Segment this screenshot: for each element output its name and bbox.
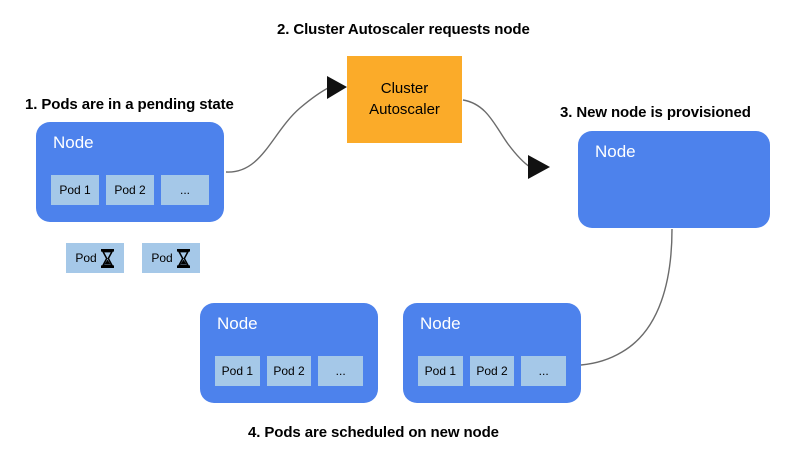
caption-step-4: 4. Pods are scheduled on new node: [248, 424, 499, 441]
autoscaler-line-1: Cluster: [380, 80, 429, 98]
pending-pod[interactable]: Pod: [66, 243, 124, 273]
connector-new-node-to-scheduled-node: [580, 228, 673, 366]
pending-pod-label: Pod: [151, 251, 173, 265]
node-scheduled-right[interactable]: Node Pod 1 Pod 2 ...: [403, 303, 581, 403]
pending-pod[interactable]: Pod: [142, 243, 200, 273]
node-scheduled-left[interactable]: Node Pod 1 Pod 2 ...: [200, 303, 378, 403]
pod-item[interactable]: Pod 2: [266, 356, 312, 386]
node-new[interactable]: Node: [578, 131, 770, 228]
pod-row: Pod 1 Pod 2 ...: [418, 356, 567, 386]
autoscaler-line-2: Autoscaler: [369, 100, 440, 118]
pod-item[interactable]: ...: [161, 175, 209, 205]
hourglass-icon: [176, 248, 191, 268]
node-label: Node: [420, 314, 461, 333]
pod-item[interactable]: Pod 1: [418, 356, 463, 386]
pod-row: Pod 1 Pod 2 ...: [215, 356, 364, 386]
pod-item[interactable]: ...: [521, 356, 567, 386]
cluster-autoscaler-box[interactable]: Cluster Autoscaler: [347, 56, 462, 143]
pod-item[interactable]: ...: [318, 356, 364, 386]
arrowhead-to-autoscaler: [327, 76, 347, 99]
node-pending[interactable]: Node Pod 1 Pod 2 ...: [36, 122, 224, 222]
pending-pod-label: Pod: [75, 251, 97, 265]
pod-item[interactable]: Pod 2: [469, 356, 515, 386]
node-label: Node: [217, 314, 258, 333]
pod-item[interactable]: Pod 2: [106, 175, 154, 205]
caption-step-3: 3. New node is provisioned: [560, 104, 751, 121]
pod-row: Pod 1 Pod 2 ...: [51, 175, 209, 205]
pod-item[interactable]: Pod 1: [215, 356, 260, 386]
caption-step-2: 2. Cluster Autoscaler requests node: [277, 21, 530, 38]
node-label: Node: [595, 142, 636, 161]
hourglass-icon: [100, 248, 115, 268]
arrowhead-to-new-node: [528, 155, 550, 179]
node-label: Node: [53, 133, 94, 152]
caption-step-1: 1. Pods are in a pending state: [25, 96, 234, 113]
connector-node-to-autoscaler: [225, 86, 331, 173]
pod-item[interactable]: Pod 1: [51, 175, 99, 205]
connector-autoscaler-to-new-node: [462, 99, 531, 168]
